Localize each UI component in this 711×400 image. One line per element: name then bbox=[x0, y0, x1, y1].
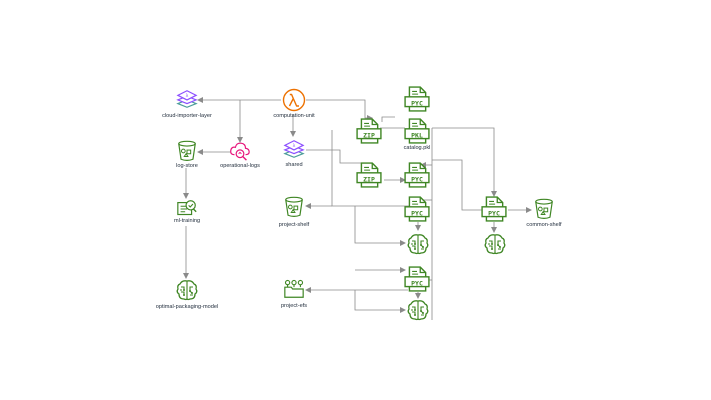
zip-badge-label: ZIP bbox=[363, 132, 375, 140]
ml-model-icon[interactable] bbox=[484, 234, 506, 255]
node-ml-training[interactable] bbox=[177, 200, 197, 216]
lambda-layer-icon bbox=[177, 90, 197, 108]
pyc-file-3[interactable]: PYC bbox=[404, 196, 430, 222]
label-project-shelf: project-shelf bbox=[278, 222, 310, 228]
node-optimal-packaging-model[interactable] bbox=[176, 280, 198, 301]
s3-bucket-icon bbox=[285, 196, 303, 217]
s3-bucket-icon bbox=[535, 198, 553, 219]
node-computation-unit[interactable] bbox=[282, 88, 306, 112]
label-log-store: log-store bbox=[176, 163, 198, 169]
node-project-efs[interactable] bbox=[284, 279, 304, 298]
label-project-efs: project-efs bbox=[280, 303, 308, 309]
cloudwatch-logs-icon bbox=[229, 142, 250, 161]
edge-catalog-to-right-brain bbox=[432, 159, 485, 211]
zip-file-2[interactable]: ZIP bbox=[356, 162, 382, 188]
label-shared: shared bbox=[285, 162, 303, 168]
label-operational-logs: operational-logs bbox=[220, 163, 260, 169]
edge-pyc-to-zip bbox=[381, 116, 395, 122]
pkl-badge-label: PKL bbox=[411, 132, 423, 140]
ml-model-icon bbox=[176, 280, 198, 301]
pyc-file-2[interactable]: PYC bbox=[404, 162, 430, 188]
node-operational-logs[interactable] bbox=[229, 142, 250, 161]
node-project-shelf[interactable] bbox=[285, 196, 303, 217]
pkl-file[interactable]: PKL bbox=[404, 118, 430, 144]
connector-lines bbox=[183, 97, 532, 320]
lambda-function-icon bbox=[282, 88, 306, 112]
training-job-icon bbox=[177, 200, 197, 216]
label-common-shelf: common-shelf bbox=[526, 222, 562, 228]
edge-efs-brain bbox=[354, 290, 406, 313]
node-common-shelf[interactable] bbox=[535, 198, 553, 219]
edge-catalog-to-right-pyc bbox=[432, 127, 497, 197]
label-catalog-pkl: catalog.pkl bbox=[403, 145, 431, 151]
node-shared[interactable] bbox=[284, 140, 304, 158]
label-cloud-importer-layer: cloud-importer-layer bbox=[162, 113, 212, 119]
pyc-badge-label: PYC bbox=[411, 176, 423, 184]
ml-model-icon[interactable] bbox=[407, 234, 429, 255]
label-computation-unit: computation-unit bbox=[273, 113, 315, 119]
label-ml-training: ml-training bbox=[173, 218, 201, 224]
pyc-badge-label: PYC bbox=[411, 210, 423, 218]
edge-brain-a bbox=[354, 206, 406, 246]
pyc-file-top[interactable]: PYC bbox=[404, 86, 430, 112]
pyc-badge-label: PYC bbox=[411, 280, 423, 288]
pyc-file-4[interactable]: PYC bbox=[404, 266, 430, 292]
label-optimal-packaging-model: optimal-packaging-model bbox=[155, 304, 219, 310]
zip-badge-label: ZIP bbox=[363, 176, 375, 184]
node-log-store[interactable] bbox=[178, 140, 196, 161]
ml-model-icon[interactable] bbox=[407, 300, 429, 321]
edge-lambda-to-zip bbox=[306, 99, 373, 121]
efs-icon bbox=[284, 279, 304, 298]
node-cloud-importer-layer[interactable] bbox=[177, 90, 197, 108]
s3-bucket-icon bbox=[178, 140, 196, 161]
lambda-layer-icon bbox=[284, 140, 304, 158]
pyc-badge-label: PYC bbox=[488, 210, 500, 218]
zip-file-1[interactable]: ZIP bbox=[356, 118, 382, 144]
pyc-badge-label: PYC bbox=[411, 100, 423, 108]
pyc-file-right[interactable]: PYC bbox=[481, 196, 507, 222]
